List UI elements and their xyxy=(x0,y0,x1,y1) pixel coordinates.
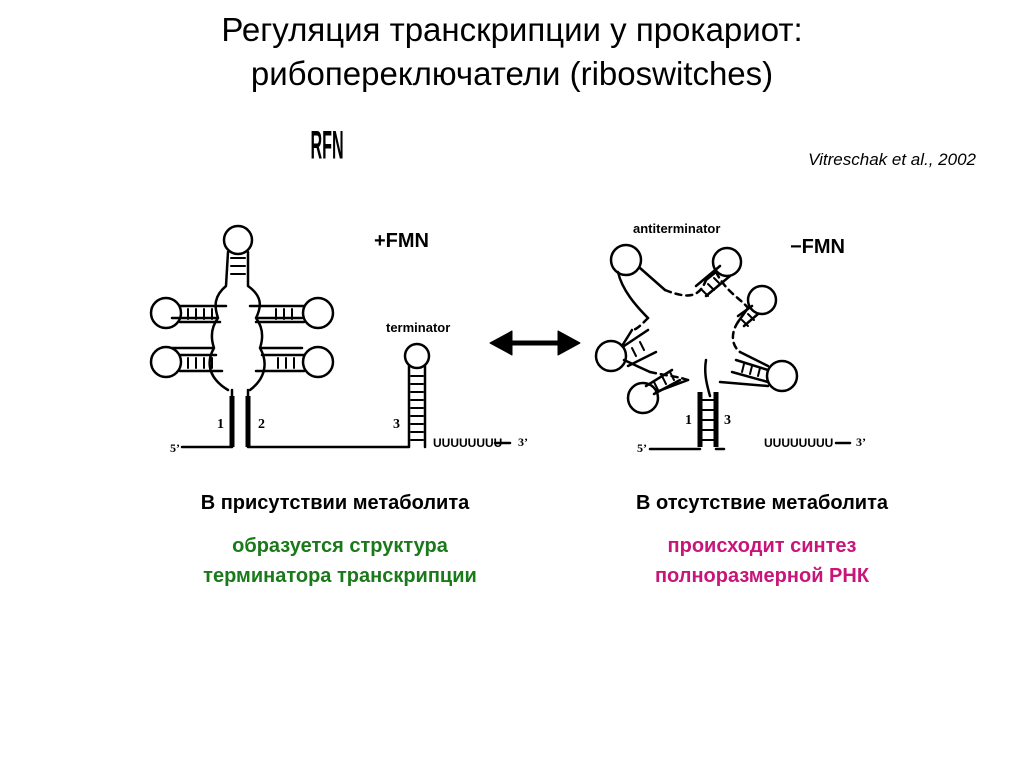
terminator-loop xyxy=(403,342,431,370)
right-caption-line-2: полноразмерной РНК xyxy=(654,565,870,587)
rfn-label: RFN xyxy=(311,122,344,168)
right-hairpin-stems xyxy=(622,264,770,396)
hairpin-loop-lr xyxy=(765,359,799,393)
right-condition-label: −FMN xyxy=(790,236,845,258)
hairpin-stems-side xyxy=(178,304,306,373)
right-three-prime: 3’ xyxy=(856,435,866,449)
double-headed-arrow xyxy=(489,330,581,356)
base-pair-ticks xyxy=(187,257,295,369)
page-title: Регуляция транскрипции у прокариот: рибо… xyxy=(0,8,1024,96)
left-condition-label: +FMN xyxy=(374,230,429,252)
title-line-2: рибопереключатели (riboswitches) xyxy=(250,55,774,92)
left-poly-u: UUUUUUUU xyxy=(433,436,502,450)
left-structure xyxy=(149,224,512,449)
right-number-3: 3 xyxy=(724,413,731,428)
right-base-pair-ticks xyxy=(631,277,761,391)
left-caption-body: образуется структура терминатора транскр… xyxy=(130,531,550,591)
right-number-1: 1 xyxy=(685,413,692,428)
left-caption-line-1: образуется структура xyxy=(232,535,448,557)
hairpin-loop-ur xyxy=(711,246,743,278)
right-structure xyxy=(594,243,852,451)
left-number-3: 3 xyxy=(393,417,400,432)
hairpin-loop-right-lower xyxy=(301,345,335,379)
left-five-prime: 5’ xyxy=(170,441,180,455)
terminator-stem xyxy=(407,364,427,449)
stem-1-3 xyxy=(697,392,719,447)
title-line-1: Регуляция транскрипции у прокариот: xyxy=(221,11,803,48)
citation: Vitreschak et al., 2002 xyxy=(808,150,976,169)
antiterminator-loop-top xyxy=(609,243,643,277)
antiterminator-label: antiterminator xyxy=(633,221,720,236)
left-caption-heading: В присутствии метаболита xyxy=(200,492,470,514)
left-number-1: 1 xyxy=(217,417,224,432)
rfn-central-body xyxy=(170,250,304,392)
top-hairpin-loop xyxy=(222,224,254,256)
antiterminator-body-dashed xyxy=(630,270,750,382)
hairpin-loop-left-lower xyxy=(149,345,183,379)
terminator-label: terminator xyxy=(386,320,450,335)
antiterminator-body-solid xyxy=(616,266,770,398)
left-three-prime: 3’ xyxy=(518,435,528,449)
stem-1-2 xyxy=(229,396,251,447)
left-number-2: 2 xyxy=(258,417,265,432)
right-poly-u: UUUUUUUU xyxy=(764,436,833,450)
hairpin-loop-l xyxy=(594,339,628,373)
right-caption-heading: В отсутствие метаболита xyxy=(635,492,889,514)
right-caption-line-1: происходит синтез xyxy=(667,535,857,557)
hairpin-loop-ll xyxy=(626,381,660,415)
hairpin-loop-r xyxy=(746,284,778,316)
right-caption-body: происходит синтез полноразмерной РНК xyxy=(560,531,964,591)
hairpin-loop-left-upper xyxy=(149,296,183,330)
left-caption-line-2: терминатора транскрипции xyxy=(203,565,477,587)
hairpin-loop-right-upper xyxy=(301,296,335,330)
right-five-prime: 5’ xyxy=(637,441,647,455)
